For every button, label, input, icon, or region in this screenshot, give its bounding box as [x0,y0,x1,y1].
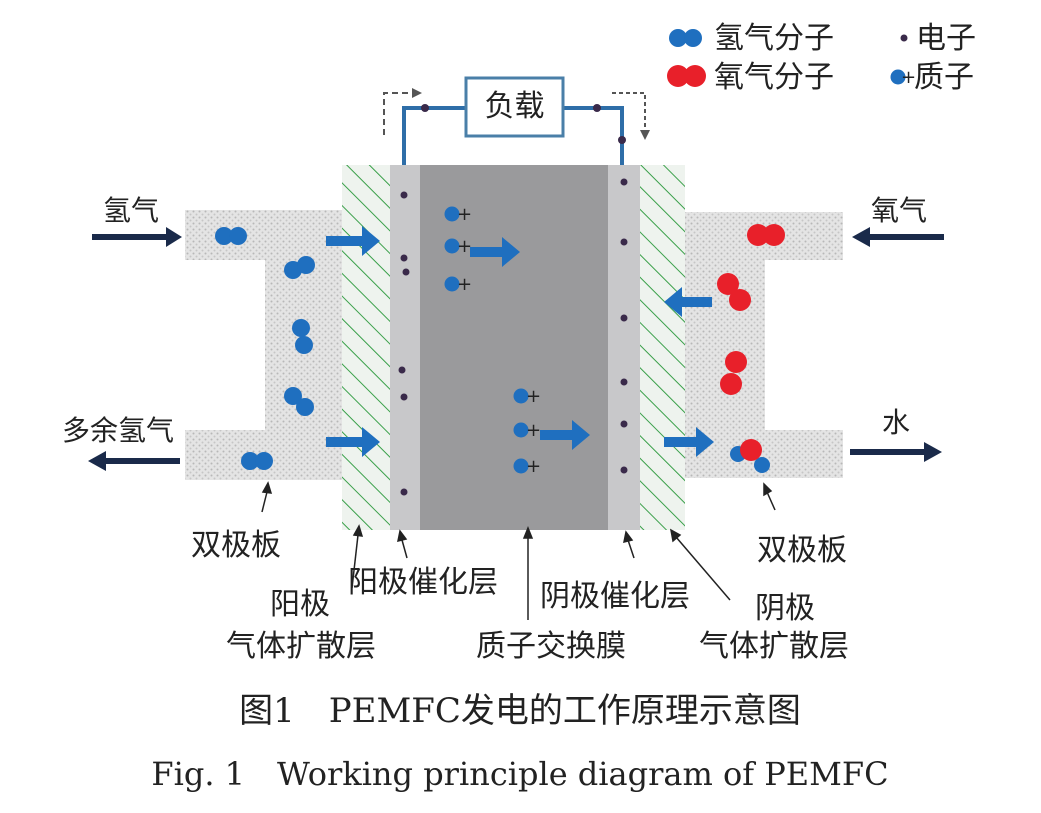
circuit-electron [593,104,601,112]
svg-text:+: + [901,67,916,88]
electron-flow-arrow [383,92,412,135]
oxygen-molecules [717,224,785,395]
legend-hydrogen-icon [669,29,702,47]
hydrogen-molecule [284,387,314,416]
load-label: 负载 [485,89,545,124]
circuit-electron [618,136,626,144]
oxygen-molecule [747,224,785,246]
proton: + [513,386,541,407]
legend-hydrogen-label: 氢气分子 [714,21,834,56]
proton-flow-arrow [470,237,520,267]
legend-proton-label: 质子 [914,60,974,95]
water-out-label: 水 [882,406,910,439]
bipolar-plate-left-label: 双极板 [191,528,281,563]
hydrogen-molecule [241,452,273,470]
hydrogen-flow-arrow [326,226,380,256]
proton-flow-arrow [540,420,590,450]
bipolar-plate-left [185,210,345,480]
water-molecule [730,439,770,473]
legend: 氢气分子 电子 氧气分子 + 质子 [667,21,976,95]
hydrogen-flow-arrow [326,427,380,457]
svg-text:+: + [526,456,541,477]
electron-flow-arrow [612,92,646,130]
electrons [398,178,628,496]
caption-cn: 图1 PEMFC发电的工作原理示意图 [239,691,801,731]
water-flow-arrow [664,427,714,457]
circuit-electron [421,104,429,112]
oxygen-in-label: 氧气 [871,194,927,227]
hydrogen-excess-label: 多余氢气 [62,414,174,447]
proton: + [444,204,472,225]
svg-text:+: + [457,236,472,257]
protons: + + + + + + [444,204,541,477]
legend-proton-icon: + [890,67,916,88]
oxygen-molecule [720,351,747,395]
legend-oxygen-label: 氧气分子 [714,60,834,95]
anode-gas-diffusion-layer [342,165,390,530]
oxygen-molecule [717,273,751,311]
flow-arrows [326,226,714,457]
svg-text:+: + [526,420,541,441]
anode-gdl-label-line1: 阳极 [270,587,330,622]
hydrogen-molecules [215,227,315,470]
oxygen-in-arrow [852,227,944,247]
hydrogen-molecule [215,227,247,245]
cathode-catalyst-layer [608,165,640,530]
legend-oxygen-icon [667,65,706,87]
svg-text:+: + [457,274,472,295]
membrane-label: 质子交换膜 [476,629,626,664]
bipolar-plate-right-label: 双极板 [757,533,847,568]
svg-text:+: + [526,386,541,407]
hydrogen-molecule [292,319,313,354]
legend-electron-icon [900,34,908,42]
proton: + [444,236,472,257]
oxygen-flow-arrow [664,287,712,317]
pointer-lines [261,481,776,620]
proton: + [513,420,541,441]
hydrogen-molecule [284,256,315,279]
proton-exchange-membrane [420,165,608,530]
hydrogen-in-label: 氢气 [103,194,159,227]
cathode-gdl-label-line1: 阴极 [755,591,815,626]
caption-en: Fig. 1 Working principle diagram of PEMF… [151,755,888,793]
svg-text:+: + [457,204,472,225]
anode-gdl-label-line2: 气体扩散层 [226,629,376,664]
external-circuit: 负载 [383,76,650,165]
cathode-gdl-label-line2: 气体扩散层 [699,629,849,664]
anode-catalyst-label: 阳极催化层 [348,565,498,600]
proton: + [444,274,472,295]
load-box [464,76,565,138]
cathode-catalyst-label: 阴极催化层 [540,579,690,614]
water-out-arrow [850,442,942,462]
cathode-gas-diffusion-layer [640,165,685,530]
proton: + [513,456,541,477]
anode-catalyst-layer [390,165,420,530]
hydrogen-in-arrow [92,227,182,247]
inlet-outlet-arrows [88,227,944,471]
legend-electron-label: 电子 [916,21,976,56]
hydrogen-excess-arrow [88,451,180,471]
